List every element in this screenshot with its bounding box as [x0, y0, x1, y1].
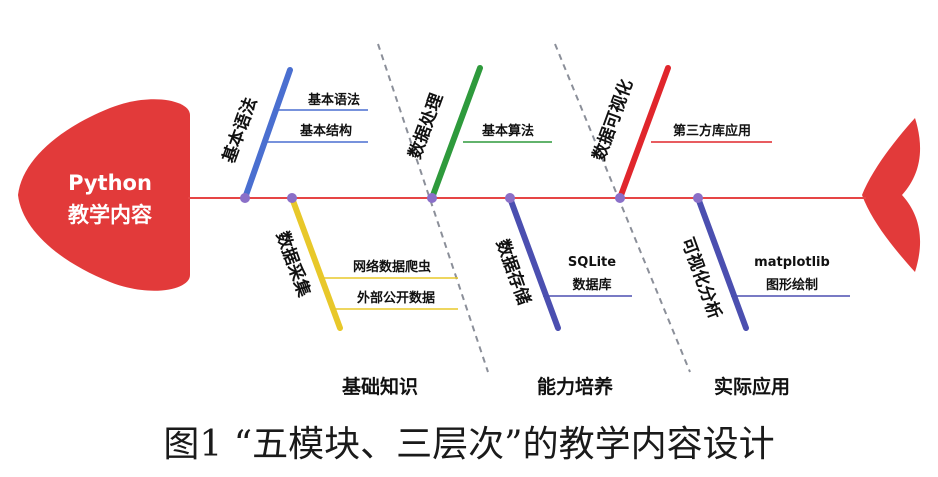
sub-label-data-collection-1: 网络数据爬虫 — [353, 259, 431, 275]
sub-label-data-collection-2: 外部公开数据 — [356, 290, 435, 306]
branch-label-data-visualization: 数据可视化 — [588, 77, 637, 164]
fish-tail — [862, 118, 920, 272]
node-data-storage — [505, 193, 515, 203]
category-label-3: 实际应用 — [714, 375, 790, 398]
fish-head — [18, 99, 190, 291]
branch-label-basic-syntax: 基本语法 — [218, 95, 261, 167]
branch-label-data-processing: 数据处理 — [404, 91, 447, 162]
fishbone-diagram: Python 教学内容 基本语法 基本结构 基本语法 基本算法 数据处理 第三方… — [0, 0, 938, 410]
node-basic-syntax — [240, 193, 250, 203]
category-label-2: 能力培养 — [537, 375, 613, 398]
head-label-line2: 教学内容 — [68, 203, 152, 227]
node-data-visualization — [615, 193, 625, 203]
node-visual-analysis — [693, 193, 703, 203]
sub-label-basic-syntax-2: 基本结构 — [299, 123, 352, 139]
sub-label-data-visualization-1: 第三方库应用 — [673, 123, 751, 139]
node-data-collection — [287, 193, 297, 203]
head-label-line1: Python — [68, 171, 152, 195]
sub-label-data-processing-1: 基本算法 — [481, 123, 534, 139]
branch-line-data-processing — [432, 68, 480, 198]
node-data-processing — [427, 193, 437, 203]
sub-label-data-storage-2: 数据库 — [572, 277, 611, 293]
sub-label-visual-analysis-1: matplotlib — [754, 255, 830, 270]
sub-label-basic-syntax-1: 基本语法 — [307, 92, 360, 108]
sub-label-data-storage-1: SQLite — [568, 255, 616, 270]
figure-caption: 图1 “五模块、三层次”的教学内容设计 — [0, 415, 938, 467]
category-label-1: 基础知识 — [341, 375, 418, 398]
sub-label-visual-analysis-2: 图形绘制 — [766, 277, 818, 293]
branch-line-basic-syntax — [245, 70, 290, 198]
